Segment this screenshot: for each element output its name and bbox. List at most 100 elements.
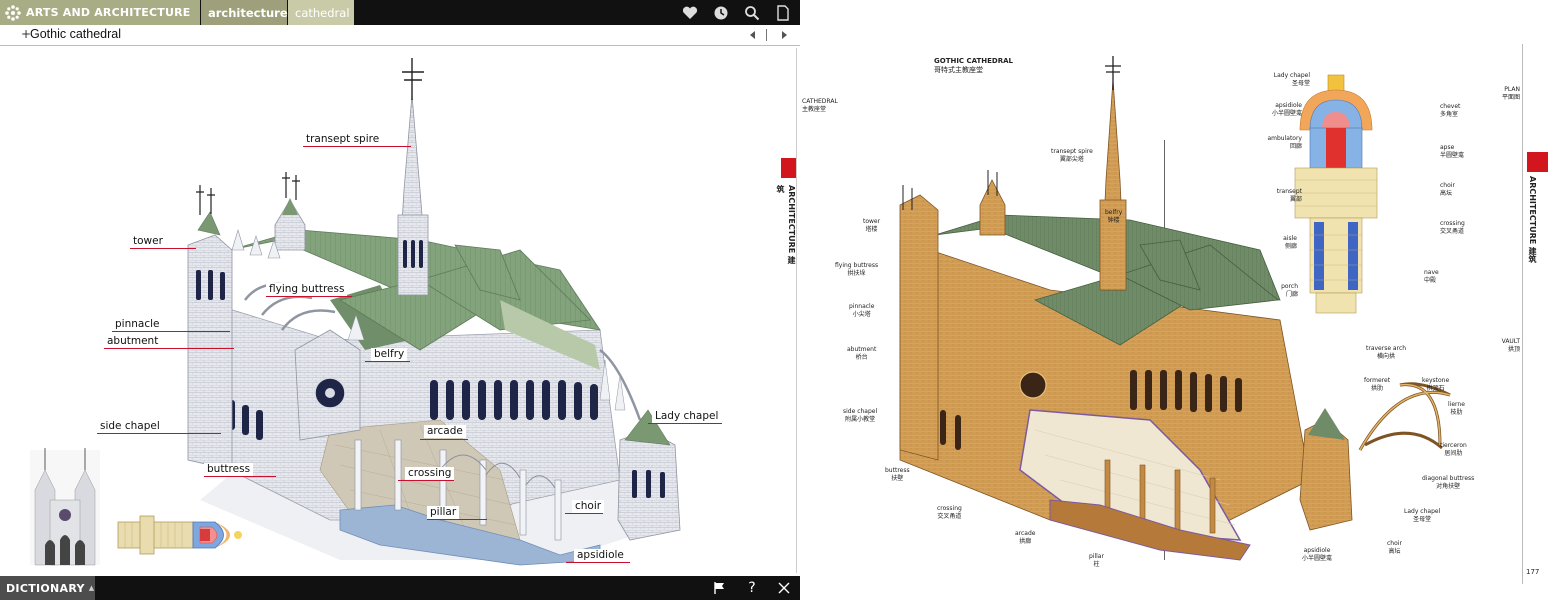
help-button[interactable]: ? [748,580,756,596]
leader-side-chapel [97,433,221,434]
leader-lady-chapel [648,423,722,424]
leader-belfry [365,361,410,362]
book-title-block: GOTHIC CATHEDRAL 哥特式主教座堂 [934,57,1013,75]
dictionary-button[interactable]: DICTIONARY ▲ [0,576,95,600]
book-page-scan: ARCHITECTURE 建筑 GOTHIC CATHEDRAL 哥特式主教座堂… [800,0,1548,604]
label-lady-chapel[interactable]: Lady chapel [652,410,722,423]
label-tower[interactable]: tower [130,235,166,248]
entry-title-bar: + Gothic cathedral [0,25,800,46]
leader-pinnacle [112,331,230,332]
arrow-left-icon [750,31,755,39]
expand-entry-button[interactable]: + [21,27,32,41]
flag-icon[interactable] [711,579,729,597]
book-page-number: 177 [1526,568,1540,576]
floor-plan [1294,74,1378,314]
breadcrumb-home-label: ARTS AND ARCHITECTURE [26,6,191,19]
arrow-right-icon [782,31,787,39]
leader-apsidiole [566,562,630,563]
book-section-tab [1527,152,1548,172]
breadcrumb-home[interactable]: ARTS AND ARCHITECTURE [0,0,200,25]
document-icon[interactable] [772,2,794,24]
section-label: ARCHITECTURE 建筑 [776,185,796,265]
book-page-edge [1522,44,1523,584]
label-flying-buttress[interactable]: flying buttress [266,283,348,296]
label-side-chapel[interactable]: side chapel [97,420,163,433]
page-edge-rule [796,48,797,573]
previous-entry-button[interactable] [745,27,761,43]
label-arcade[interactable]: arcade [424,425,466,438]
book-title: GOTHIC CATHEDRAL [934,57,1014,65]
entry-title: Gothic cathedral [30,27,122,41]
bottom-toolbar: DICTIONARY ▲ ? [0,576,800,600]
label-apsidiole[interactable]: apsidiole [574,549,627,562]
leader-flying-buttress [266,296,352,297]
top-toolbar: ARTS AND ARCHITECTURE architecture cathe… [0,0,800,25]
leader-tower [130,248,196,249]
next-entry-button[interactable] [776,27,792,43]
label-belfry[interactable]: belfry [371,348,408,361]
dictionary-label: DICTIONARY [6,581,85,595]
leader-crossing [398,480,454,481]
label-abutment[interactable]: abutment [104,335,162,348]
facade-thumbnail [30,448,100,566]
label-transept-spire[interactable]: transept spire [303,133,383,146]
breadcrumb-category[interactable]: cathedral [288,0,354,25]
heart-icon[interactable] [679,2,701,24]
leader-arcade [420,439,468,440]
clock-icon[interactable] [710,2,732,24]
leader-choir [565,513,603,514]
cathedral-drawing [30,58,681,566]
label-crossing[interactable]: crossing [405,467,455,480]
expand-icon[interactable] [775,579,793,597]
book-cathedral-drawing [899,56,1451,561]
label-pinnacle[interactable]: pinnacle [112,318,163,331]
dictionary-app: ARTS AND ARCHITECTURE architecture cathe… [0,0,800,600]
leader-pillar [427,519,487,520]
label-choir[interactable]: choir [572,500,605,513]
label-buttress[interactable]: buttress [204,463,254,476]
label-pillar[interactable]: pillar [427,506,460,519]
breadcrumb-subject[interactable]: architecture [201,0,288,25]
nav-separator [766,29,767,41]
search-icon[interactable] [741,2,763,24]
section-tab [781,158,796,178]
flower-logo-icon [0,0,26,25]
book-section-label: ARCHITECTURE 建筑 [1528,176,1537,264]
chevron-up-icon: ▲ [88,584,95,592]
leader-abutment [104,348,234,349]
vault-drawing-fill [1359,383,1451,451]
book-title-cn: 哥特式主教座堂 [934,66,983,74]
plan-thumbnail [117,515,242,555]
